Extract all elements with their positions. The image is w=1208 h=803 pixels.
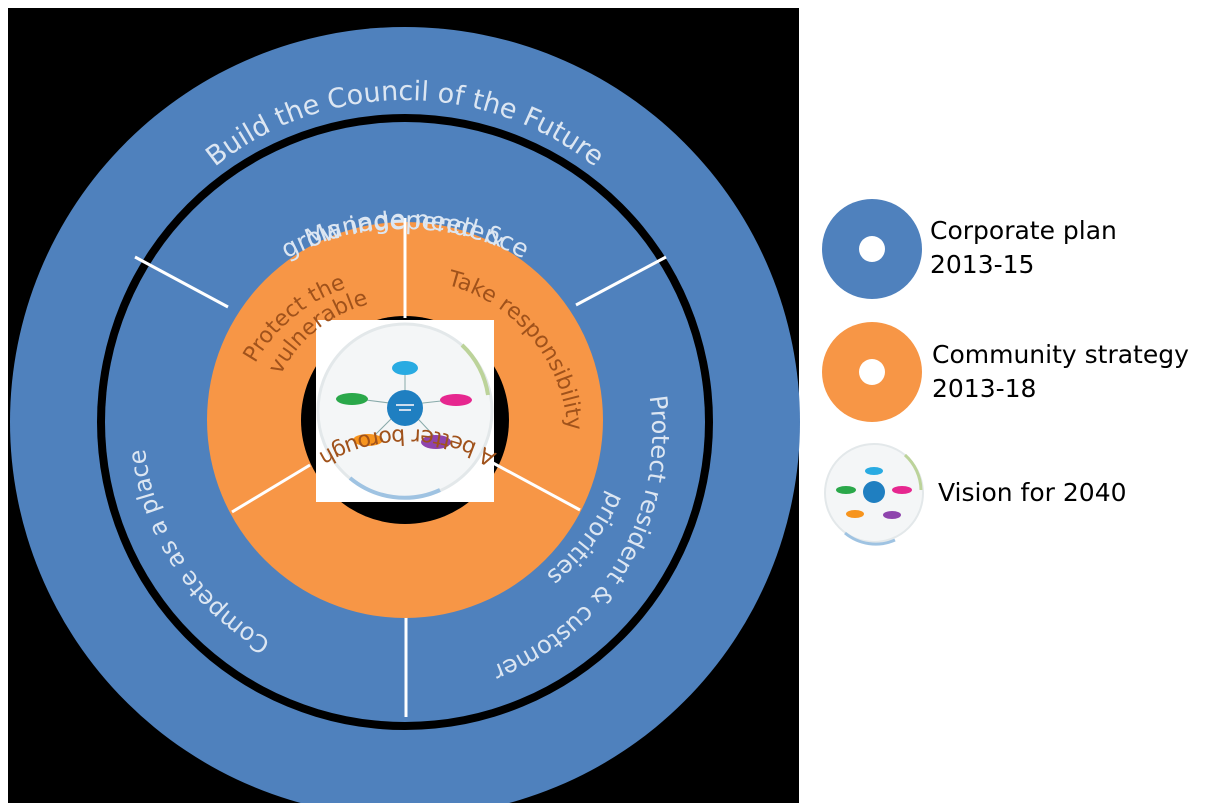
community-divider bbox=[492, 461, 581, 512]
corporate-divider bbox=[575, 255, 667, 307]
corporate-divider bbox=[134, 255, 229, 309]
community-divider bbox=[231, 463, 311, 514]
community-strategy-swatch bbox=[822, 322, 922, 422]
legend-community-strategy-label: Community strategy 2013-18 bbox=[932, 340, 1189, 403]
vision-icon bbox=[824, 443, 924, 546]
vision-center-image bbox=[316, 320, 494, 502]
legend-vision-label: Vision for 2040 bbox=[938, 478, 1127, 507]
legend-corporate-plan-label: Corporate plan 2013-15 bbox=[930, 216, 1117, 279]
corporate-plan-swatch bbox=[822, 199, 922, 299]
